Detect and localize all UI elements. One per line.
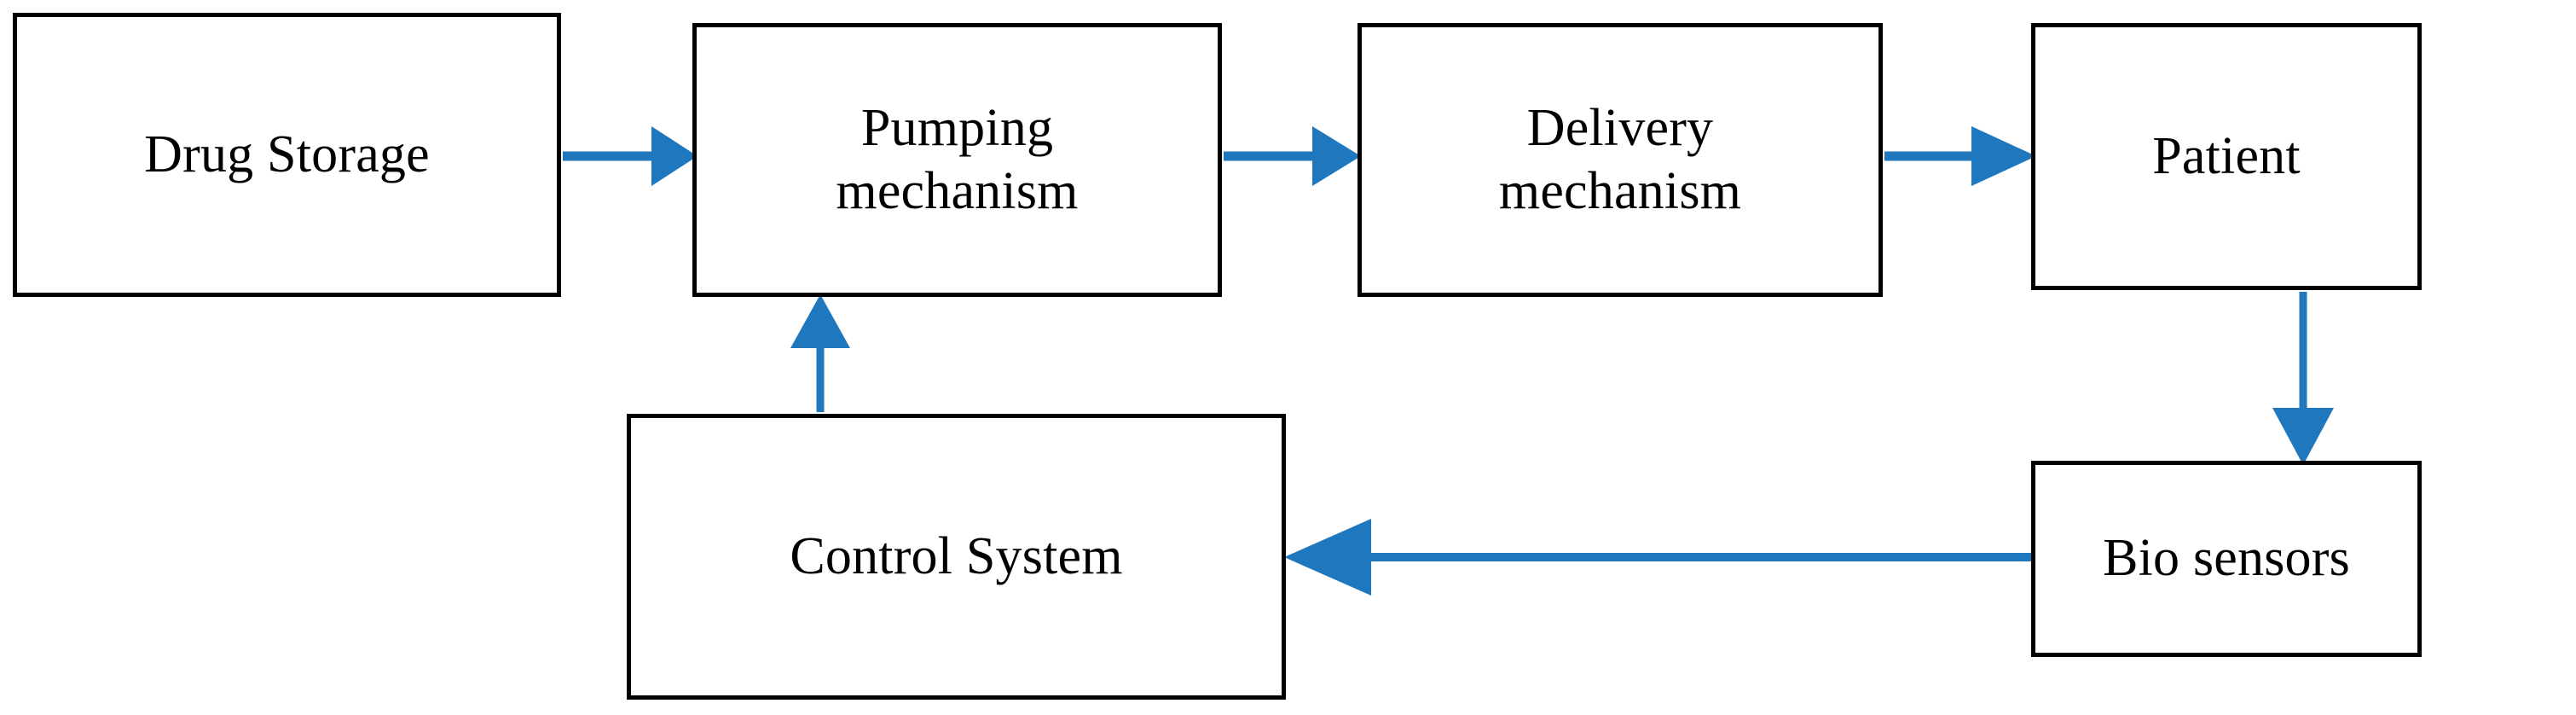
edge-pumping-to-delivery xyxy=(1224,126,1361,186)
node-pumping-mechanism-label: Pumping mechanism xyxy=(836,99,1079,220)
edge-delivery-to-patient xyxy=(1884,126,2036,186)
edge-control-system-to-pumping xyxy=(790,294,850,412)
arrowhead-right-icon xyxy=(1971,126,2036,186)
node-patient[interactable]: Patient xyxy=(2031,23,2422,290)
arrowhead-right-icon xyxy=(1312,126,1361,186)
node-control-system[interactable]: Control System xyxy=(627,414,1286,700)
node-pumping-mechanism[interactable]: Pumping mechanism xyxy=(692,23,1222,297)
edge-bio-sensors-to-control-system xyxy=(1284,519,2031,596)
arrowhead-left-icon xyxy=(1284,519,1371,596)
edge-drug-storage-to-pumping xyxy=(563,126,698,186)
node-drug-storage-label: Drug Storage xyxy=(144,125,430,183)
arrowhead-down-icon xyxy=(2272,408,2334,465)
node-patient-label: Patient xyxy=(2152,126,2301,185)
arrowhead-up-icon xyxy=(790,294,850,348)
node-delivery-mechanism-label: Delivery mechanism xyxy=(1498,99,1742,220)
node-bio-sensors-label: Bio sensors xyxy=(2103,529,2350,588)
node-control-system-label: Control System xyxy=(790,526,1123,585)
node-delivery-mechanism[interactable]: Delivery mechanism xyxy=(1357,23,1883,297)
edge-patient-to-bio-sensors xyxy=(2272,292,2334,465)
arrowhead-right-icon xyxy=(651,126,698,186)
node-drug-storage[interactable]: Drug Storage xyxy=(13,13,561,297)
node-bio-sensors[interactable]: Bio sensors xyxy=(2031,461,2422,657)
